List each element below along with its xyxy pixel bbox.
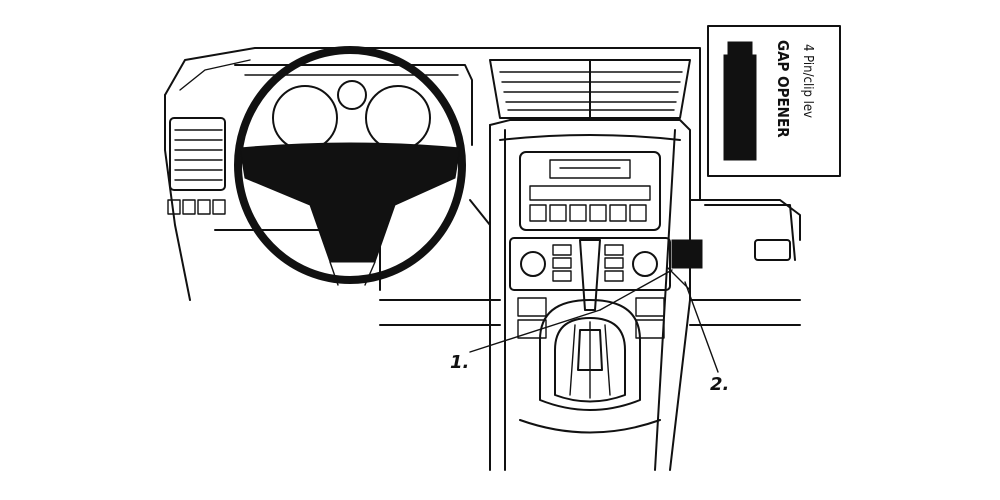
instrument-cluster [272,80,431,151]
gap-opener-tool-icon [723,41,757,161]
callout-label-2: 2. [710,374,729,395]
left-air-vent [169,117,226,191]
left-switch-row [167,199,226,215]
gear-shifter [519,299,661,434]
callout-label-1: 1. [450,352,469,373]
callout-leaders [469,269,719,373]
climate-panel [509,237,671,311]
legend-line-1: GAP OPENER [774,40,792,138]
center-console [489,119,691,471]
legend-line-2: 4 Pin/clip lev [800,44,815,118]
dashboard-outline [164,47,801,326]
center-air-vent [489,59,691,119]
steering-wheel [234,46,466,286]
legend-box: GAP OPENER 4 Pin/clip lev [707,25,841,177]
lower-console-buttons [517,297,665,339]
radio-unit [519,151,661,231]
right-dash-detail [704,204,796,261]
